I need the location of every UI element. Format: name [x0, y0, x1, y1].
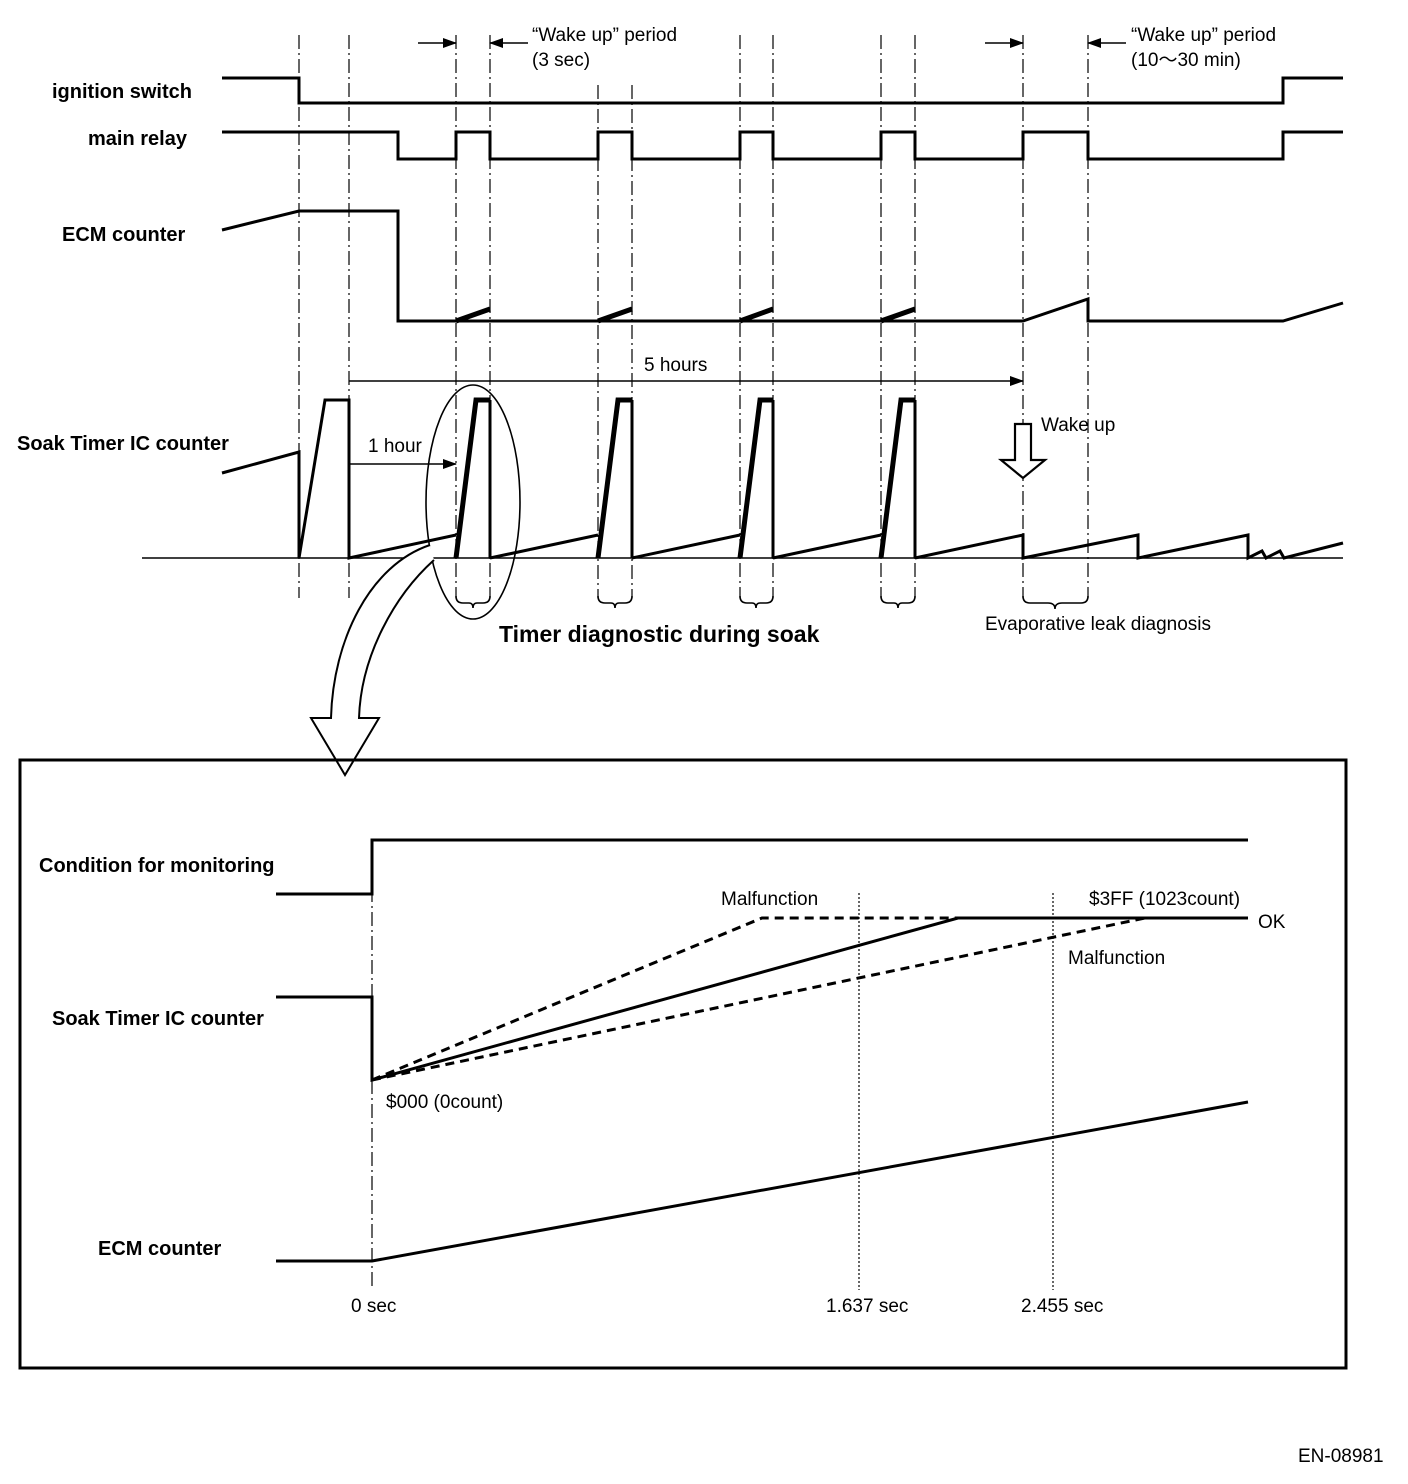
window-braces [455, 595, 1089, 610]
evaporative-leak-label: Evaporative leak diagnosis [985, 614, 1211, 635]
malfunction-fast-label: Malfunction [721, 889, 818, 910]
ecm-counter-label: ECM counter [62, 224, 186, 246]
zoom-ellipse [425, 384, 521, 620]
ok-label: OK [1258, 912, 1286, 933]
reference-lines [298, 35, 1089, 598]
zoom-callout-arrow-icon [309, 544, 435, 777]
five-hours-annotation: 5 hours [349, 355, 1024, 386]
main-relay-label: main relay [88, 128, 188, 150]
wake-period-long-line2: (10〜30 min) [1131, 50, 1241, 71]
main-relay-trace [222, 130, 1343, 161]
ignition-switch-trace [222, 76, 1343, 105]
time-label-1637: 1.637 sec [826, 1296, 908, 1317]
one-hour-label: 1 hour [368, 436, 423, 457]
figure-id: EN-08981 [1298, 1446, 1384, 1467]
zero-count-label: $000 (0count) [386, 1092, 503, 1113]
max-count-label: $3FF (1023count) [1089, 889, 1240, 910]
time-label-0: 0 sec [351, 1296, 396, 1317]
detail-ecm-counter-label: ECM counter [98, 1238, 222, 1260]
ignition-switch-label: ignition switch [52, 81, 192, 103]
condition-label: Condition for monitoring [39, 855, 275, 877]
time-label-2455: 2.455 sec [1021, 1296, 1103, 1317]
wake-up-label: Wake up [1041, 415, 1115, 436]
detail-ecm-counter-trace [276, 1100, 1249, 1263]
ecm-counter-trace [221, 209, 1344, 324]
wake-period-short-annotation: “Wake up” period (3 sec) [418, 25, 677, 71]
five-hours-label: 5 hours [644, 355, 707, 376]
time-markers [371, 840, 1054, 1290]
one-hour-annotation: 1 hour [349, 436, 457, 469]
wake-period-short-line2: (3 sec) [532, 50, 590, 71]
soak-timer-label: Soak Timer IC counter [17, 433, 229, 455]
detail-soak-timer-label: Soak Timer IC counter [52, 1008, 264, 1030]
condition-trace [276, 838, 1248, 896]
detail-soak-timer-trace [276, 916, 1248, 1082]
wake-up-arrow-icon [997, 422, 1049, 480]
wake-period-long-annotation: “Wake up” period (10〜30 min) [985, 25, 1276, 71]
wake-period-long-line1: “Wake up” period [1131, 25, 1276, 46]
wake-period-short-line1: “Wake up” period [532, 25, 677, 46]
timer-diagnostic-label: Timer diagnostic during soak [499, 621, 820, 647]
soak-timer-trace [142, 397, 1344, 561]
detail-panel [18, 758, 1348, 1370]
malfunction-slow-label: Malfunction [1068, 948, 1165, 969]
